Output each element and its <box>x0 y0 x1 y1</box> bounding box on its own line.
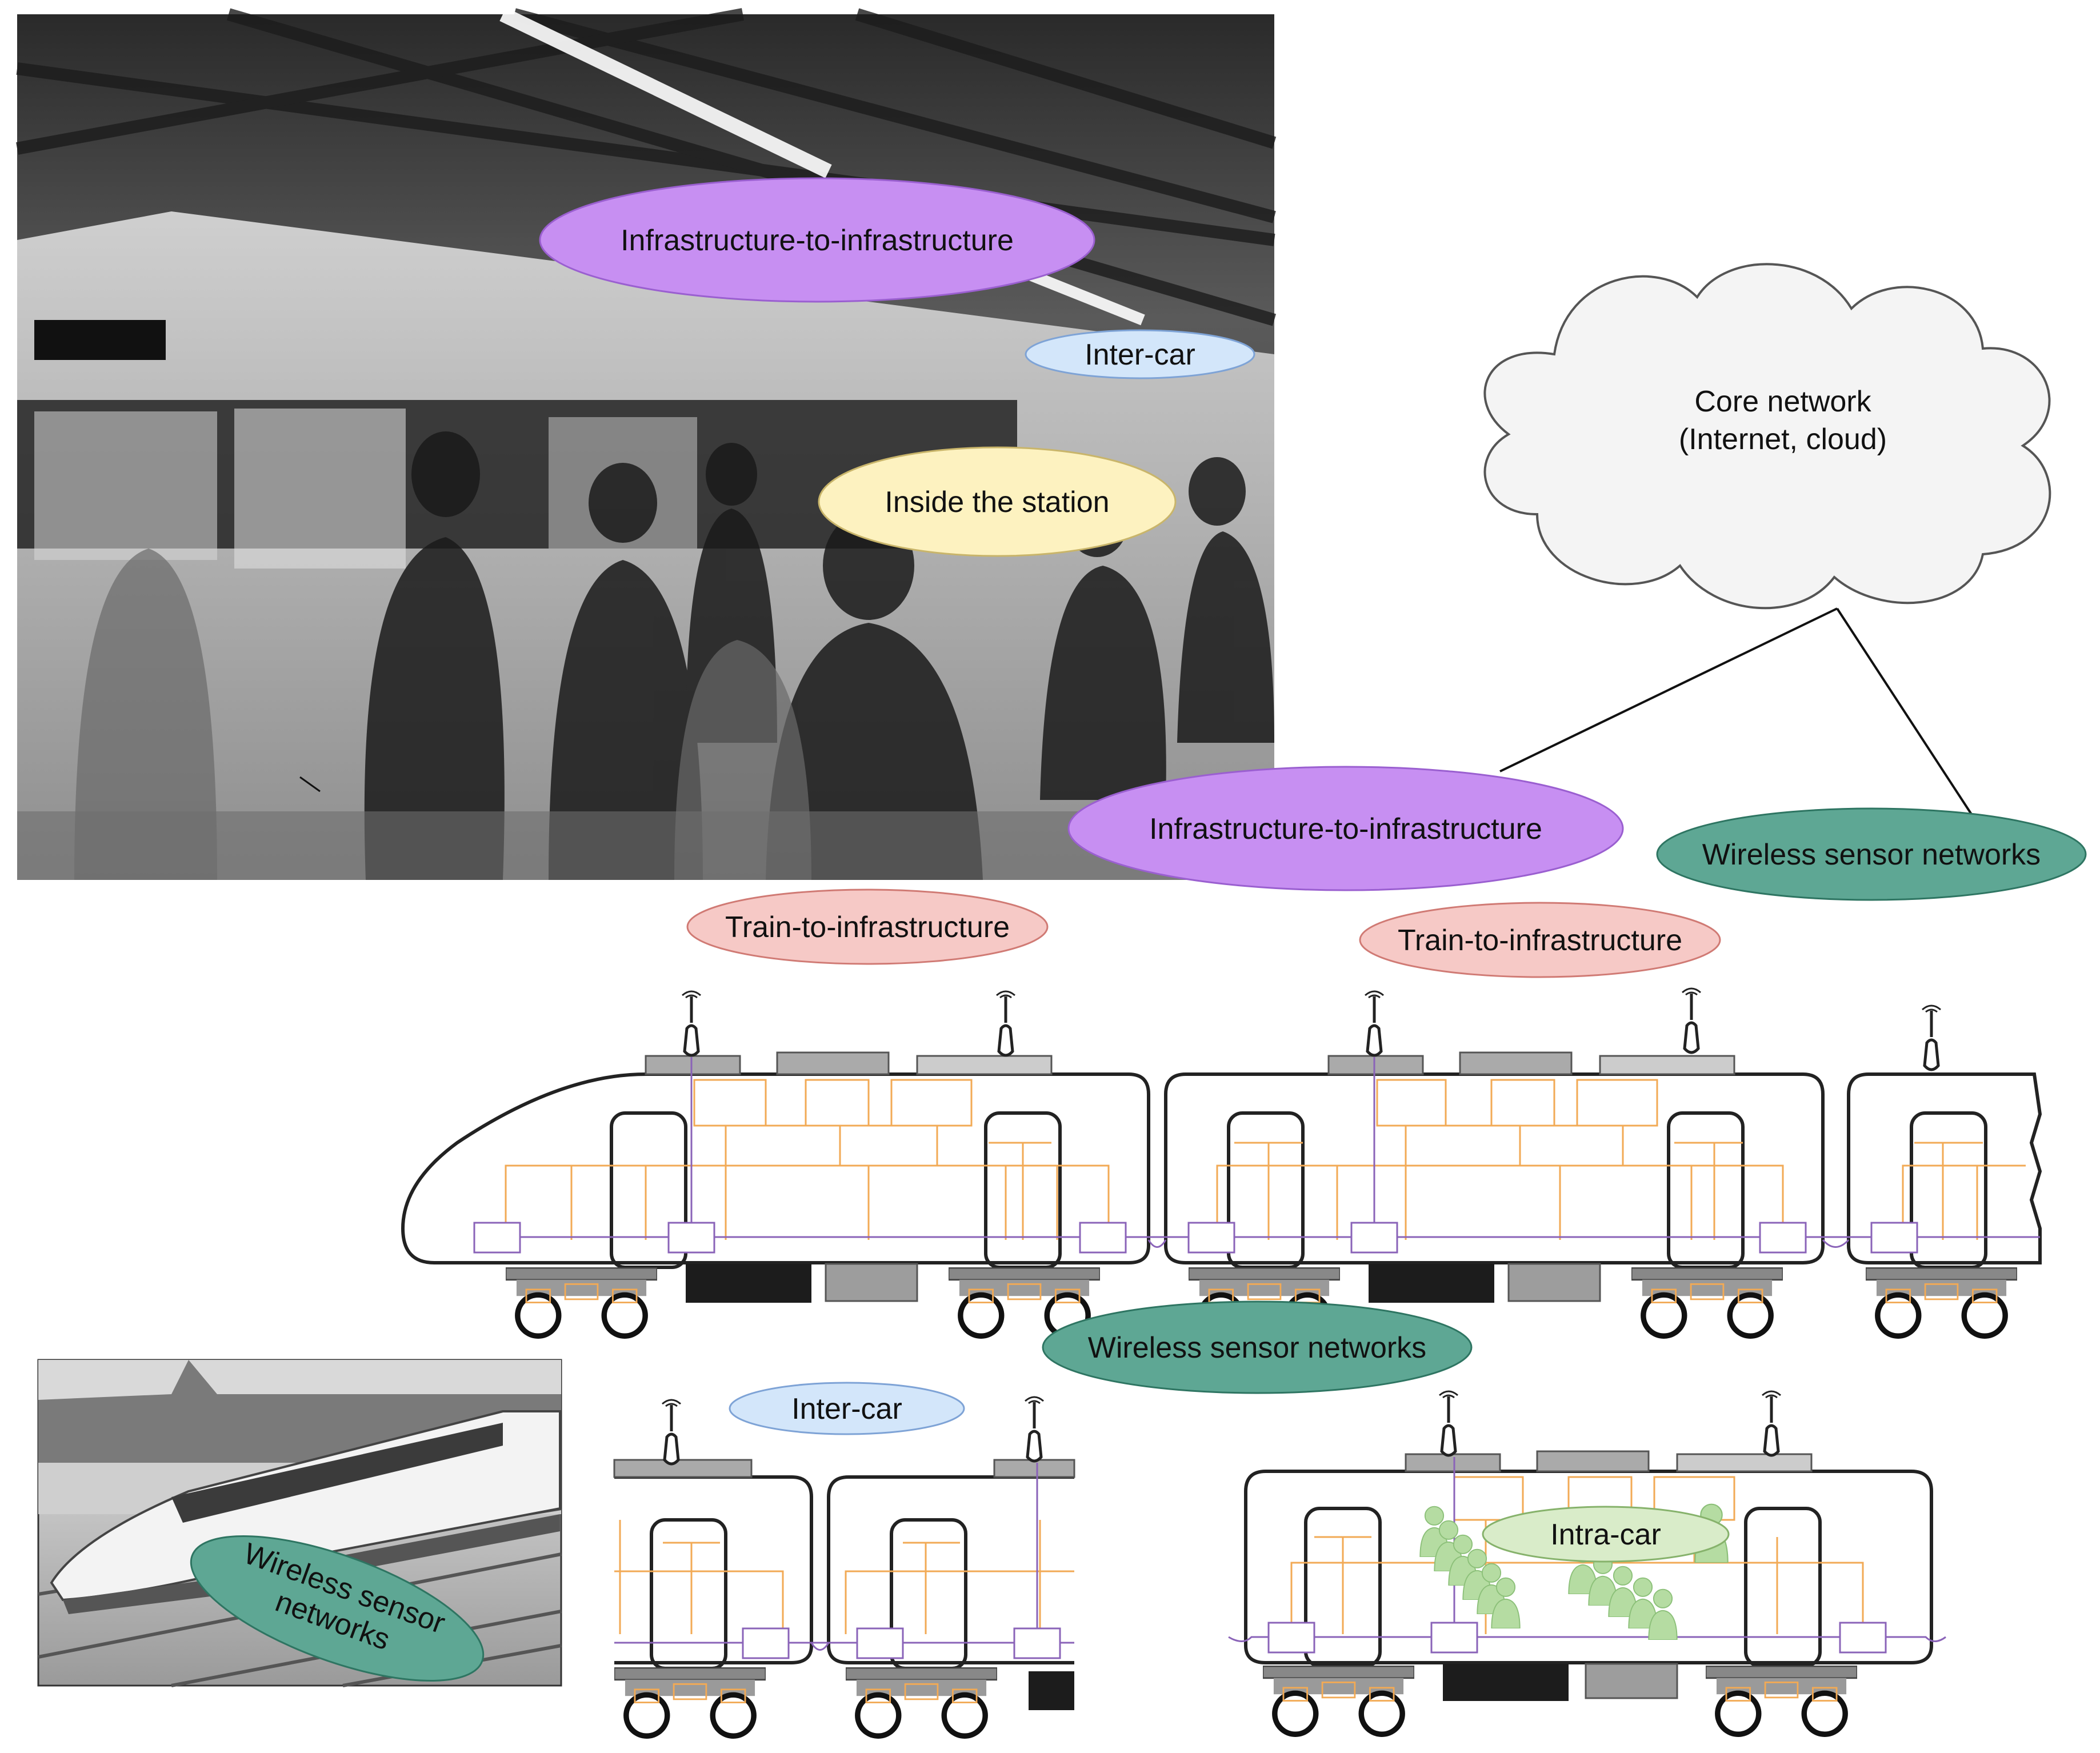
inter-car-detail <box>613 1397 1075 1736</box>
label-t2i-right: Train-to-infrastructure <box>1359 902 1721 978</box>
i2i-top-text: Infrastructure-to-infrastructure <box>621 224 1014 257</box>
cloud-icon <box>1483 263 2051 610</box>
label-wsn-center: Wireless sensor networks <box>1042 1300 1473 1394</box>
station-platform-photo <box>15 7 1277 880</box>
intercar-bottom-text: Inter-car <box>791 1392 902 1426</box>
intracar-text: Intra-car <box>1550 1518 1661 1551</box>
core-network-subtitle: (Internet, cloud) <box>1679 423 1887 456</box>
main-train <box>401 988 2042 1336</box>
antenna-icon <box>1682 988 1701 1052</box>
intercar-top-text: Inter-car <box>1085 338 1195 371</box>
label-intercar-bottom: Inter-car <box>729 1382 965 1435</box>
label-i2i-top: Infrastructure-to-infrastructure <box>539 177 1095 303</box>
link-cloud-to-i2i <box>1499 607 1838 773</box>
antenna-icon <box>662 1400 681 1464</box>
t2i-right-text: Train-to-infrastructure <box>1398 924 1682 957</box>
antenna-icon <box>1025 1397 1043 1461</box>
label-inside-station: Inside the station <box>818 446 1177 557</box>
link-cloud-to-wsn <box>1836 607 1973 815</box>
antenna-icon <box>1762 1391 1781 1455</box>
antenna-icon <box>1922 1006 1941 1070</box>
train-car-middle <box>1164 1072 1825 1264</box>
core-network-title: Core network <box>1694 385 1871 418</box>
label-wsn-right: Wireless sensor networks <box>1656 807 2087 901</box>
label-intercar-top: Inter-car <box>1025 329 1255 379</box>
intra-car-detail <box>1228 1391 1946 1734</box>
antenna-icon <box>1439 1391 1458 1455</box>
label-t2i-left: Train-to-infrastructure <box>686 888 1049 965</box>
wsn-center-text: Wireless sensor networks <box>1088 1331 1426 1364</box>
antenna-icon <box>1365 991 1383 1055</box>
photo-tick-mark <box>299 776 321 793</box>
t2i-left-text: Train-to-infrastructure <box>725 911 1010 944</box>
inside-station-text: Inside the station <box>885 486 1109 519</box>
antenna-icon <box>997 991 1015 1055</box>
i2i-mid-text: Infrastructure-to-infrastructure <box>1149 813 1542 846</box>
antenna-icon <box>682 991 701 1055</box>
train-car-trailing <box>1847 1072 2042 1264</box>
train-car-lead <box>401 1072 1150 1264</box>
label-intracar: Intra-car <box>1482 1506 1730 1563</box>
label-i2i-mid: Infrastructure-to-infrastructure <box>1067 766 1624 891</box>
wsn-right-text: Wireless sensor networks <box>1702 838 2041 871</box>
